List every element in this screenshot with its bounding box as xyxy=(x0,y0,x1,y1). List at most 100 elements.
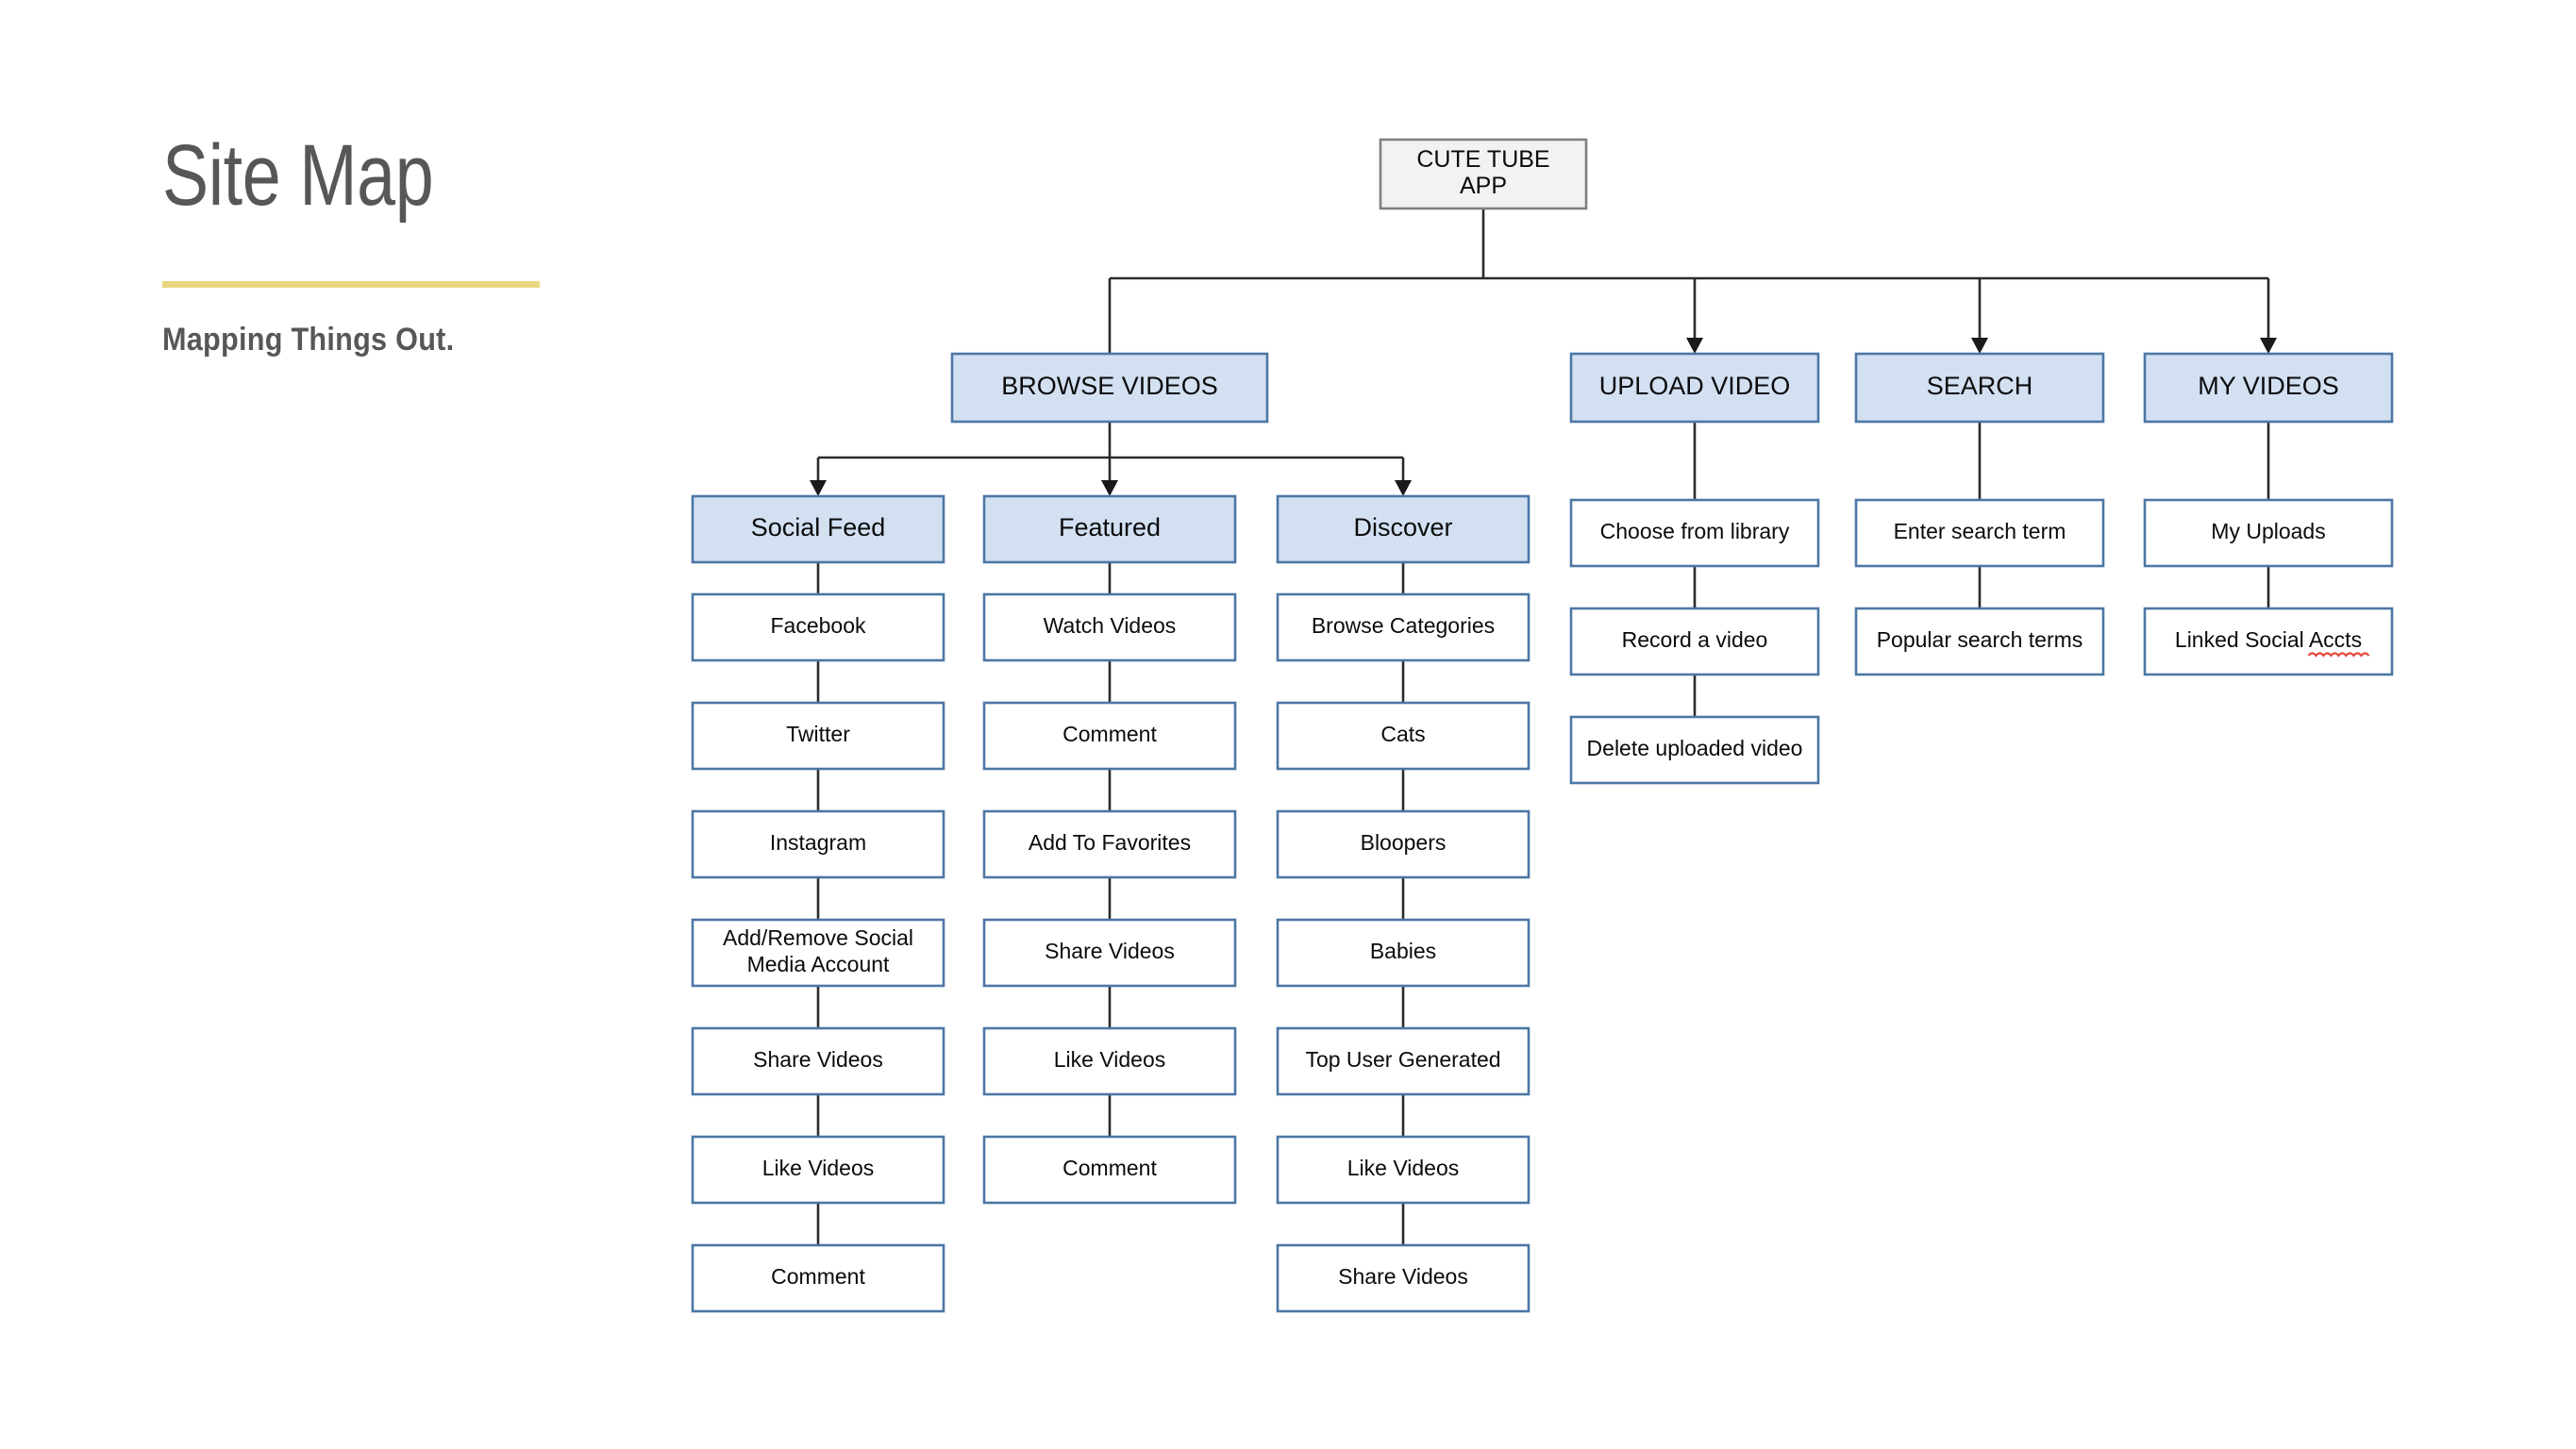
node-label: Facebook xyxy=(770,613,866,638)
node-label: CUTE TUBE xyxy=(1416,146,1549,173)
node-search-enter-search-term[interactable]: Enter search term xyxy=(1854,498,2105,568)
node-shape xyxy=(2143,498,2394,568)
node-upload-video[interactable]: UPLOAD VIDEO xyxy=(1569,352,1820,424)
node-shape xyxy=(691,1135,945,1205)
node-discover-like-videos[interactable]: Like Videos xyxy=(1276,1135,1531,1205)
node-featured-add-to-favorites[interactable]: Add To Favorites xyxy=(982,809,1237,879)
node-label: Babies xyxy=(1370,939,1436,963)
node-shape xyxy=(982,592,1237,662)
node-featured-watch-videos[interactable]: Watch Videos xyxy=(982,592,1237,662)
node-label: Share Videos xyxy=(753,1047,883,1072)
node-label: Delete uploaded video xyxy=(1587,736,1803,760)
node-discover-bloopers[interactable]: Bloopers xyxy=(1276,809,1531,879)
node-discover-cats[interactable]: Cats xyxy=(1276,701,1531,771)
node-browse-videos[interactable]: BROWSE VIDEOS xyxy=(950,352,1269,424)
node-shape xyxy=(691,494,945,564)
node-label: MY VIDEOS xyxy=(2198,372,2339,400)
node-shape xyxy=(1569,352,1820,424)
node-search[interactable]: SEARCH xyxy=(1854,352,2105,424)
node-label: Comment xyxy=(1062,722,1157,746)
node-shape xyxy=(1276,809,1531,879)
node-label: Twitter xyxy=(786,722,850,746)
node-shape xyxy=(691,809,945,879)
node-my-videos-my-uploads[interactable]: My Uploads xyxy=(2143,498,2394,568)
node-shape xyxy=(1854,607,2105,676)
node-shape xyxy=(982,1135,1237,1205)
node-upload-video-choose-from-library[interactable]: Choose from library xyxy=(1569,498,1820,568)
node-shape xyxy=(1276,701,1531,771)
node-label: Instagram xyxy=(770,830,866,855)
node-discover-top-user-generated[interactable]: Top User Generated xyxy=(1276,1026,1531,1096)
node-shape xyxy=(1379,138,1588,210)
node-shape xyxy=(982,701,1237,771)
node-discover-browse-categories[interactable]: Browse Categories xyxy=(1276,592,1531,662)
node-social-feed-instagram[interactable]: Instagram xyxy=(691,809,945,879)
node-shape xyxy=(1276,494,1531,564)
node-search-popular-search-terms[interactable]: Popular search terms xyxy=(1854,607,2105,676)
node-shape xyxy=(982,494,1237,564)
node-my-videos[interactable]: MY VIDEOS xyxy=(2143,352,2394,424)
node-label: UPLOAD VIDEO xyxy=(1599,372,1791,400)
connector-arrowhead xyxy=(1686,338,1703,354)
node-shape xyxy=(1569,715,1820,785)
node-my-videos-linked-social-accts[interactable]: Linked Social Accts xyxy=(2143,607,2394,676)
node-shape xyxy=(1276,918,1531,988)
node-featured-share-videos[interactable]: Share Videos xyxy=(982,918,1237,988)
node-label: Add/Remove Social xyxy=(723,925,913,950)
spellcheck-underline xyxy=(2307,652,2370,658)
node-shape xyxy=(982,1026,1237,1096)
node-label: Choose from library xyxy=(1600,519,1790,543)
node-label: Watch Videos xyxy=(1044,613,1177,638)
node-social-feed-comment[interactable]: Comment xyxy=(691,1243,945,1313)
node-label: Share Videos xyxy=(1338,1264,1468,1289)
node-label: Comment xyxy=(1062,1156,1157,1180)
node-shape xyxy=(982,809,1237,879)
node-shape xyxy=(691,1243,945,1313)
connector-layer xyxy=(810,208,2277,1245)
node-shape xyxy=(1569,607,1820,676)
node-featured-like-videos[interactable]: Like Videos xyxy=(982,1026,1237,1096)
node-label: SEARCH xyxy=(1927,372,2033,400)
node-label: Record a video xyxy=(1622,627,1768,652)
node-shape xyxy=(1276,592,1531,662)
node-label: Media Account xyxy=(747,952,890,976)
node-social-feed-share-videos[interactable]: Share Videos xyxy=(691,1026,945,1096)
node-upload-video-delete-uploaded-video[interactable]: Delete uploaded video xyxy=(1569,715,1820,785)
node-featured[interactable]: Featured xyxy=(982,494,1237,564)
node-social-feed[interactable]: Social Feed xyxy=(691,494,945,564)
node-shape xyxy=(1854,498,2105,568)
node-label: Add To Favorites xyxy=(1029,830,1191,855)
node-upload-video-record-a-video[interactable]: Record a video xyxy=(1569,607,1820,676)
node-shape xyxy=(2143,352,2394,424)
node-shape xyxy=(982,918,1237,988)
connector-arrowhead xyxy=(1101,480,1118,496)
node-featured-comment[interactable]: Comment xyxy=(982,1135,1237,1205)
node-discover-babies[interactable]: Babies xyxy=(1276,918,1531,988)
node-discover-share-videos[interactable]: Share Videos xyxy=(1276,1243,1531,1313)
node-social-feed-like-videos[interactable]: Like Videos xyxy=(691,1135,945,1205)
node-discover[interactable]: Discover xyxy=(1276,494,1531,564)
node-label: Featured xyxy=(1059,513,1161,541)
node-label: BROWSE VIDEOS xyxy=(1001,372,1218,400)
node-label: Top User Generated xyxy=(1305,1047,1500,1072)
node-label: Like Videos xyxy=(1054,1047,1166,1072)
connector-arrowhead xyxy=(1971,338,1988,354)
node-shape xyxy=(1569,498,1820,568)
node-label: APP xyxy=(1460,173,1507,199)
title-accent-rule xyxy=(162,281,540,288)
node-social-feed-twitter[interactable]: Twitter xyxy=(691,701,945,771)
node-shape xyxy=(2143,607,2394,676)
slide-title-block: Site Map Mapping Things Out. xyxy=(162,130,710,358)
node-featured-comment[interactable]: Comment xyxy=(982,701,1237,771)
connector-arrowhead xyxy=(1395,480,1412,496)
node-social-feed-facebook[interactable]: Facebook xyxy=(691,592,945,662)
node-label: Cats xyxy=(1380,722,1425,746)
connector-arrowhead xyxy=(810,480,827,496)
node-label: Enter search term xyxy=(1894,519,2066,543)
node-shape xyxy=(1276,1243,1531,1313)
node-label: Social Feed xyxy=(751,513,886,541)
